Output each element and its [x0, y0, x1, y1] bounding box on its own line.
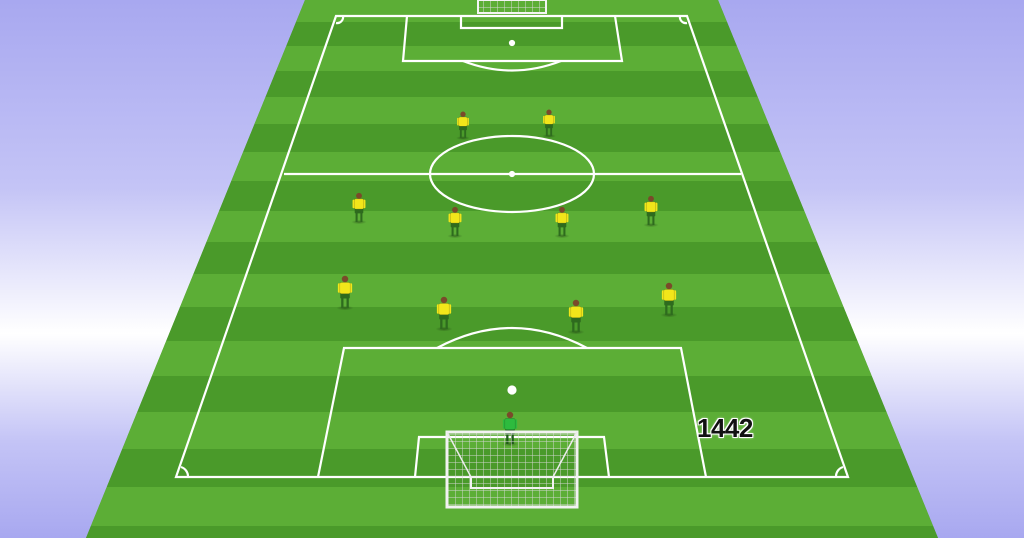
formation-label: 1442 — [697, 413, 753, 443]
outfield-player — [554, 206, 570, 239]
outfield-player — [643, 195, 659, 228]
grass-stripe — [86, 97, 938, 124]
grass-stripe — [86, 46, 938, 71]
pitch-markings — [174, 14, 850, 479]
grass-stripe — [86, 181, 938, 211]
center-circle — [428, 134, 596, 214]
corner-arc-top-right — [678, 15, 688, 25]
grass-stripe — [86, 242, 938, 274]
top-penalty-box — [401, 15, 624, 63]
corner-arc-top-left — [335, 15, 345, 25]
grass-stripe — [86, 211, 938, 242]
grass-stripe — [86, 526, 938, 538]
bottom-goal — [445, 430, 579, 509]
grass-stripe — [86, 124, 938, 152]
outfield-player — [351, 192, 367, 225]
bottom-penalty-box — [316, 346, 708, 478]
top-penalty-arc — [462, 59, 562, 72]
outfield-player — [447, 206, 463, 239]
top-goal — [477, 0, 547, 14]
bottom-penalty-arc — [436, 327, 588, 349]
corner-arc-bottom-right — [834, 465, 844, 478]
grass-stripe — [86, 307, 938, 341]
center-spot — [508, 170, 516, 178]
outfield-player — [567, 299, 585, 335]
corner-arc-bottom-left — [180, 465, 190, 478]
top-goal-area — [459, 16, 564, 30]
outfield-player — [541, 109, 557, 138]
grass-stripe — [86, 274, 938, 307]
grass-stripe — [86, 71, 938, 97]
outfield-player — [336, 275, 354, 311]
outfield-player — [455, 111, 471, 140]
grass-stripe — [86, 341, 938, 376]
touchline-boundary — [174, 14, 850, 479]
top-penalty-spot — [508, 39, 516, 47]
outfield-player — [435, 296, 453, 332]
bottom-penalty-spot — [507, 385, 517, 395]
outfield-player — [660, 282, 678, 318]
